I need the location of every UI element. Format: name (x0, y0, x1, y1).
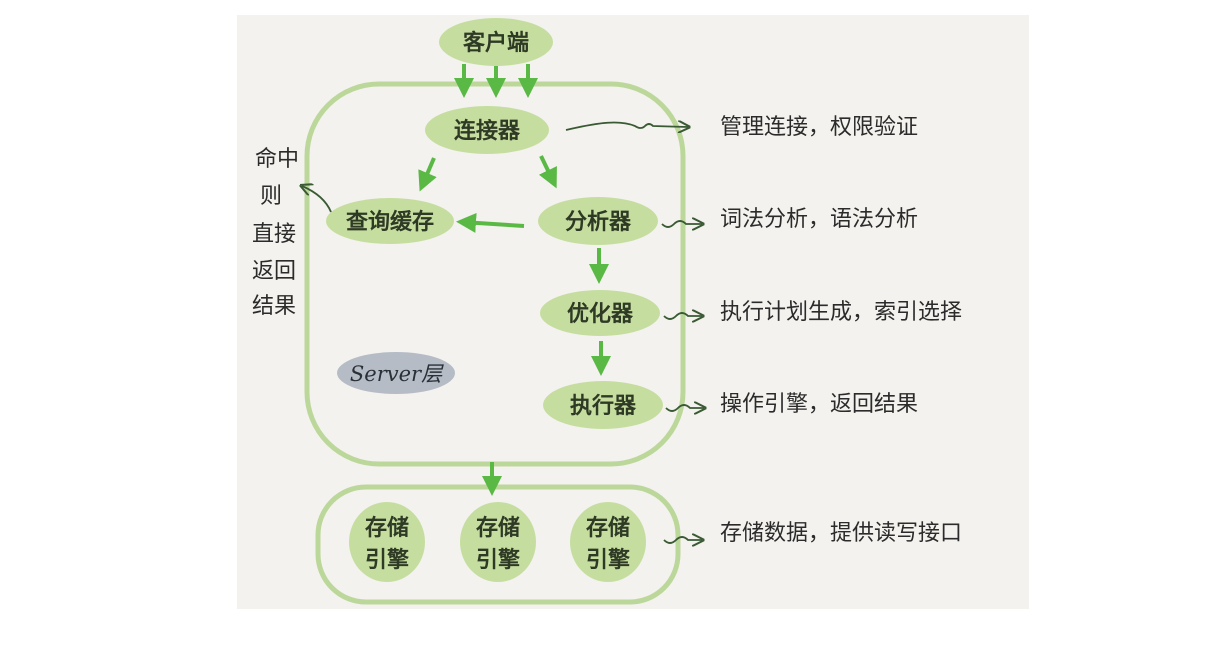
storage-engine-2: 存储 引擎 (460, 502, 536, 582)
annotation-storage: 存储数据，提供读写接口 (720, 521, 962, 546)
annotation-analyzer: 词法分析，语法分析 (720, 207, 918, 232)
analyzer-label: 分析器 (565, 210, 632, 235)
connector-node: 连接器 (425, 106, 549, 154)
client-label: 客户端 (463, 30, 529, 56)
engine-3-line2: 引擎 (586, 548, 630, 573)
query-cache-node: 查询缓存 (326, 198, 454, 244)
cache-note-line-5: 结果 (252, 294, 296, 319)
cache-note-line-1: 命中 (255, 147, 299, 172)
server-layer-text: Server层 (350, 362, 444, 386)
annotation-connector: 管理连接，权限验证 (720, 115, 918, 140)
query-cache-label: 查询缓存 (346, 209, 434, 235)
executor-node: 执行器 (543, 381, 663, 429)
cache-hit-note: 命中 则 直接 返回 结果 (252, 147, 299, 319)
cache-note-line-2: 则 (260, 184, 282, 209)
optimizer-label: 优化器 (567, 301, 634, 327)
storage-engine-3: 存储 引擎 (570, 502, 646, 582)
optimizer-node: 优化器 (540, 290, 660, 336)
flow-arrows (418, 155, 611, 496)
storage-engine-1: 存储 引擎 (349, 502, 425, 582)
executor-label: 执行器 (570, 393, 637, 419)
annotation-optimizer: 执行计划生成，索引选择 (720, 300, 962, 325)
connector-label: 连接器 (454, 118, 521, 144)
analyzer-node: 分析器 (538, 197, 658, 245)
engine-3-line1: 存储 (586, 515, 630, 541)
client-arrows (454, 64, 538, 98)
engine-1-line2: 引擎 (365, 548, 409, 573)
annotation-arrows (302, 123, 704, 543)
cache-note-line-3: 直接 (252, 222, 296, 247)
engine-1-line1: 存储 (365, 515, 409, 541)
cache-note-line-4: 返回 (252, 259, 296, 284)
engine-2-line2: 引擎 (476, 548, 520, 573)
annotation-executor: 操作引擎，返回结果 (720, 392, 918, 417)
client-node: 客户端 (439, 18, 553, 66)
server-layer-label: Server层 (337, 352, 455, 394)
engine-2-line1: 存储 (476, 515, 520, 541)
